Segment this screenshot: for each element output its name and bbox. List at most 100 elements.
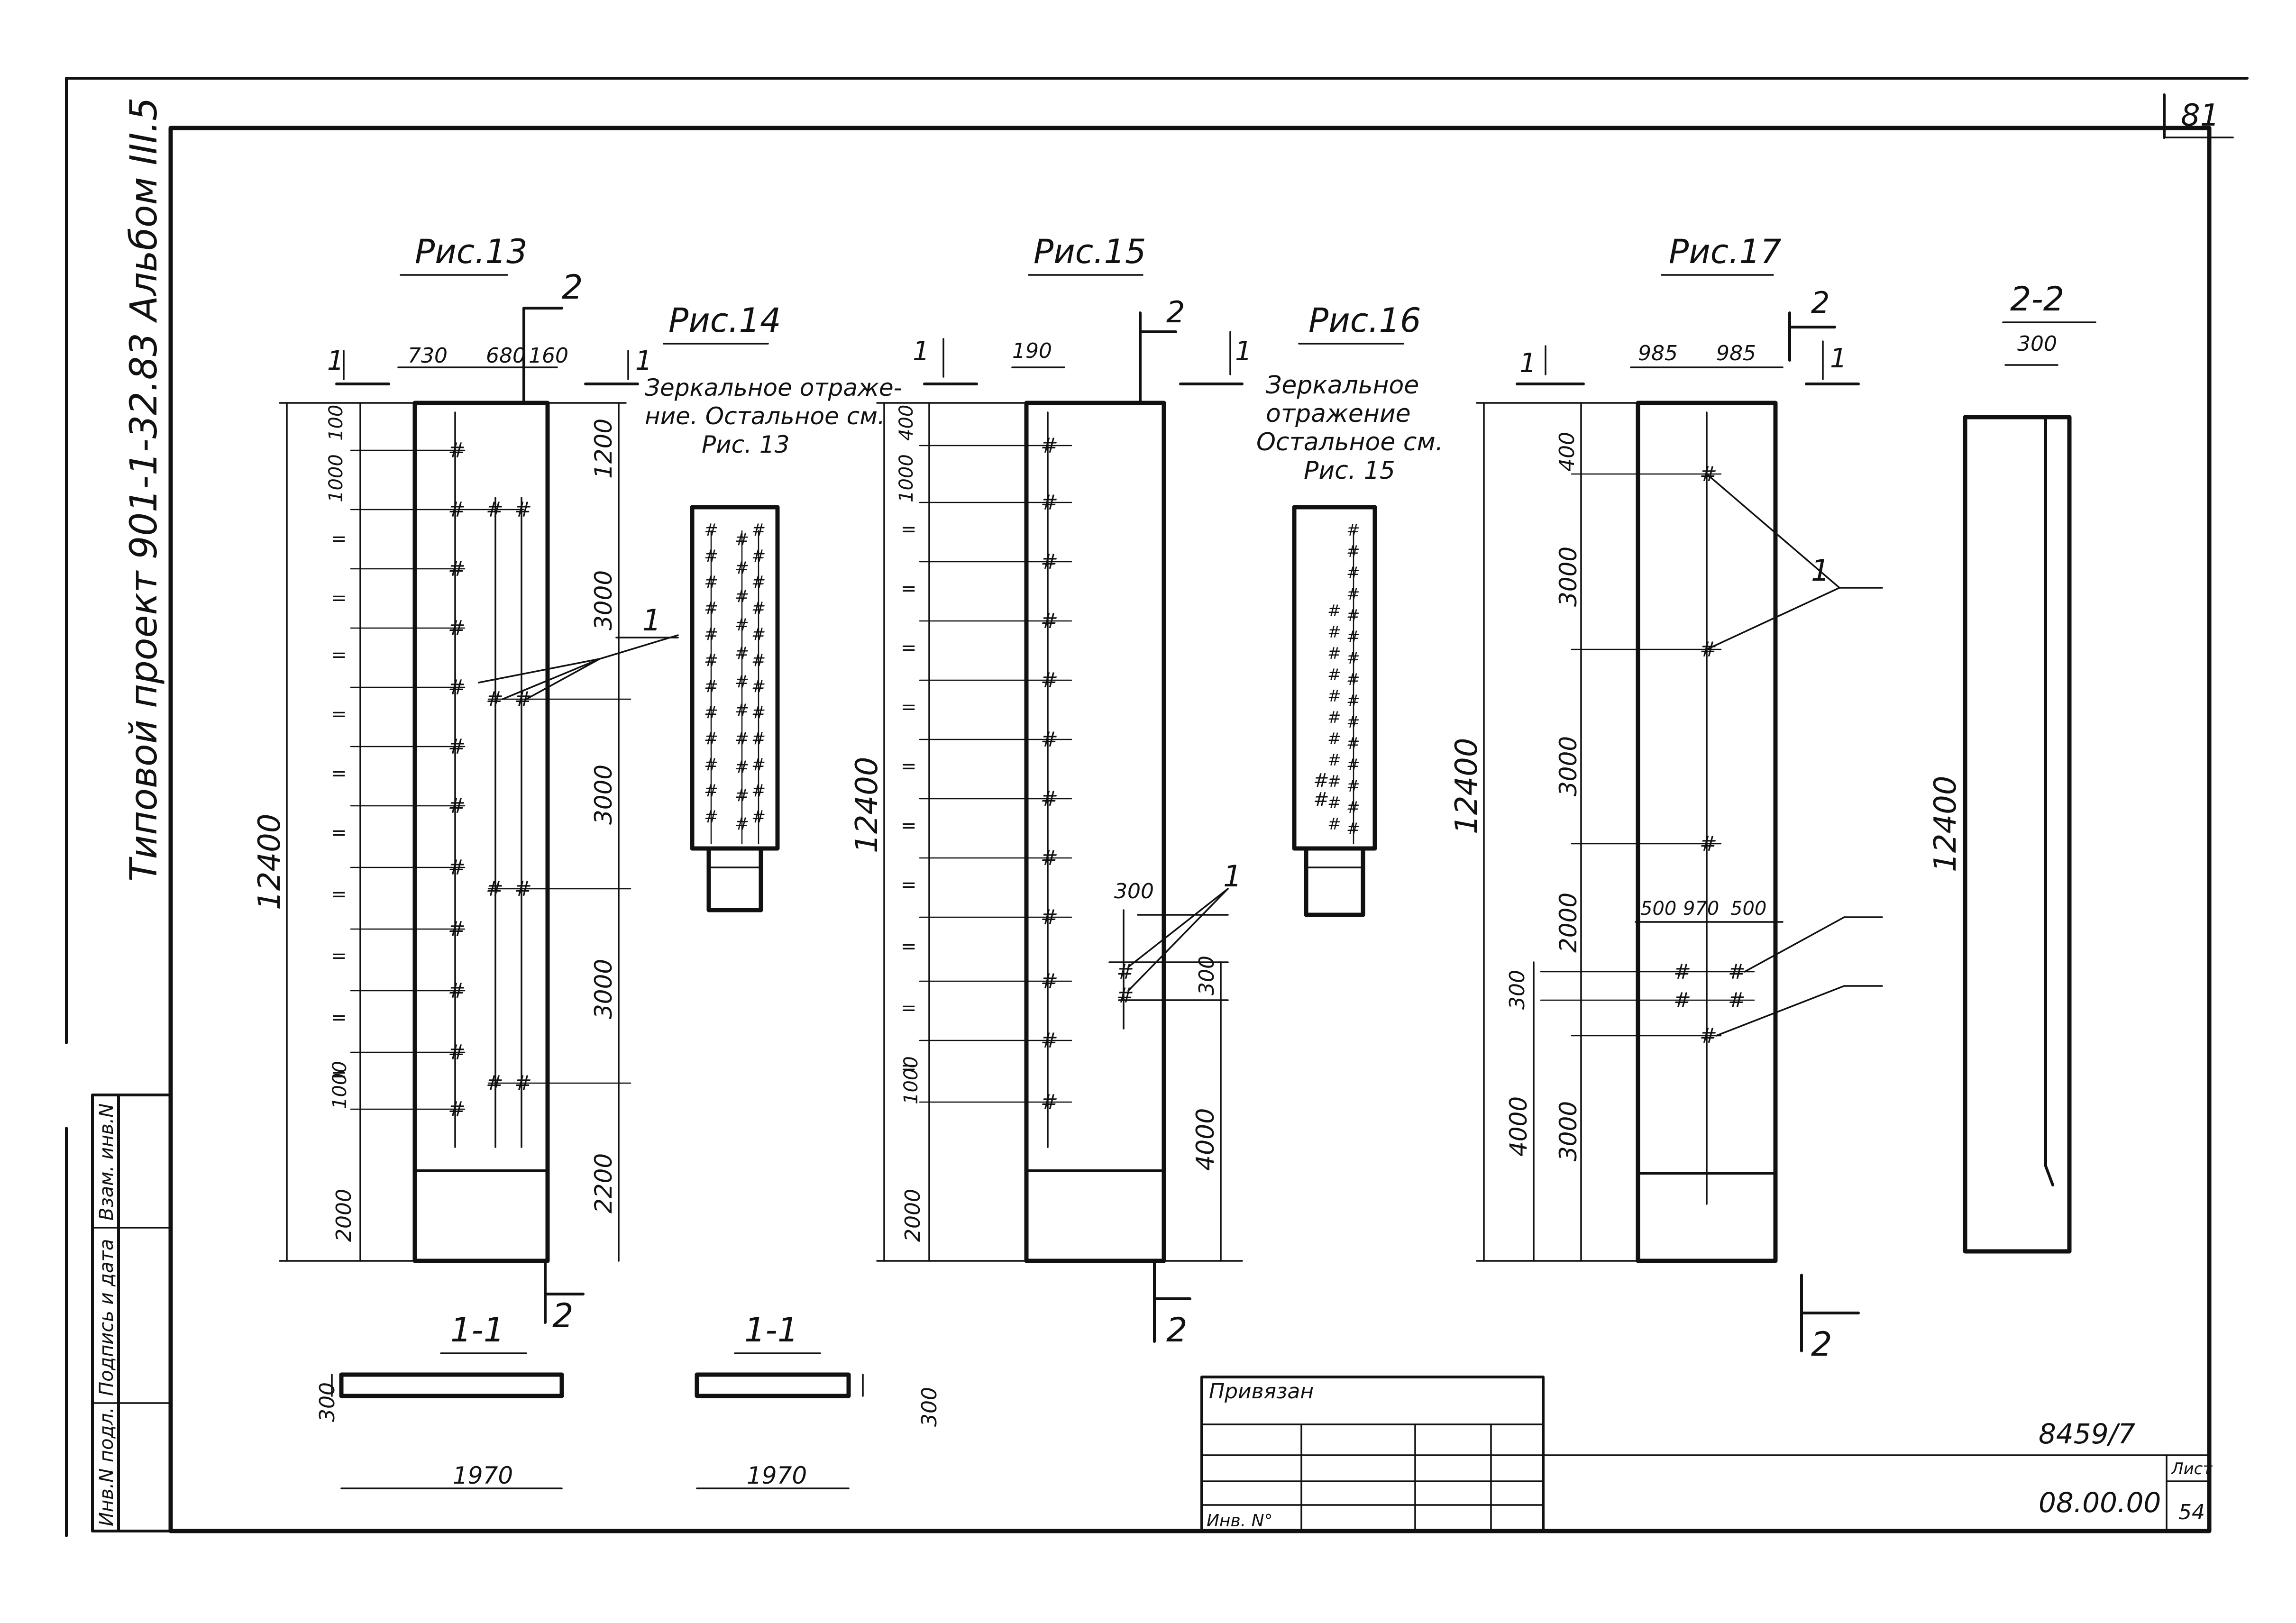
rebar-marker: # [1346, 713, 1360, 732]
rebar-marker: # [1327, 772, 1341, 791]
stamp-replaced-inv: Взам. инв.N [96, 1103, 118, 1221]
rebar-marker: # [1346, 692, 1360, 711]
rebar-marker: # [1041, 905, 1058, 930]
fig13-left-dim-5: = [331, 703, 347, 725]
fig14-note-line-0: Зеркальное отраже- [645, 374, 902, 401]
section11a-height: 300 [315, 1382, 339, 1422]
rebar-marker: # [1327, 815, 1341, 834]
section22-width: 300 [2017, 332, 2057, 356]
fig16-note-line-3: Рис. 15 [1304, 456, 1395, 485]
fig17-section-mark-left: 1 [1519, 348, 1537, 379]
section11a-width: 1970 [453, 1462, 513, 1489]
fig13-left-dim-13: 2000 [332, 1189, 356, 1242]
fig13-rebar-rows [350, 449, 631, 1110]
fig13-cut-mark-top: 2 [562, 268, 583, 307]
rebar-marker: # [1346, 521, 1360, 540]
rebar-marker: # [448, 498, 466, 522]
fig13-left-dim-8: = [331, 884, 347, 905]
section-2-2: 2-2 300 12400 [1928, 280, 2096, 1254]
rebar-marker: # [1116, 984, 1134, 1008]
fig13-left-dim-6: = [331, 763, 347, 784]
rebar-marker: # [514, 687, 532, 711]
fig17-left-dim-3: 2000 [1555, 893, 1582, 953]
rebar-marker: # [735, 587, 749, 606]
fig15-left-dim-7: = [901, 815, 917, 837]
rebar-marker: # [735, 786, 749, 805]
fig17-lower-dim-1: 970 [1683, 898, 1719, 920]
fig13-top-dim-0: 730 [408, 344, 448, 368]
fig13-left-dim-2: = [331, 528, 347, 550]
fig17-top-dim-0: 985 [1638, 341, 1678, 365]
rebar-marker: # [1041, 609, 1058, 633]
fig14-note-line-2: Рис. 13 [702, 431, 790, 458]
rebar-marker: # [448, 979, 466, 1003]
rebar-marker: # [486, 877, 503, 901]
fig15-cut-mark-bottom: 2 [1166, 1311, 1188, 1349]
rebar-marker: # [704, 807, 718, 827]
fig16-note-line-2: Остальное см. [1256, 428, 1443, 456]
fig17-lower-dim-2: 500 [1730, 898, 1766, 920]
rebar-marker: # [448, 856, 466, 880]
fig17-left-dim-2: 3000 [1555, 736, 1582, 796]
rebar-marker: # [1728, 960, 1746, 984]
rebar-marker: # [1327, 623, 1341, 642]
rebar-marker: # [486, 687, 503, 711]
rebar-marker: # [1728, 988, 1746, 1012]
figure-13: Рис.13 1 1 2 2 730 680 160 12400 [252, 232, 679, 1335]
fig13-left-dim-1: 1000 [325, 454, 347, 502]
fig15-callout: 1 [1223, 859, 1242, 894]
rebar-marker: # [1346, 820, 1360, 839]
rebar-marker: # [1327, 708, 1341, 727]
fig13-section-mark-right: 1 [635, 346, 652, 376]
rebar-marker: # [514, 1071, 532, 1095]
rebar-marker: # [448, 917, 466, 941]
fig13-right-dim-2: 3000 [590, 765, 617, 825]
bind-box-inv-label: Инв. N° [1207, 1511, 1273, 1531]
fig13-left-dim-11: = [331, 1064, 347, 1085]
fig15-left-dim-1: 1000 [896, 454, 917, 502]
rebar-marker: # [735, 701, 749, 720]
fig16-note-line-0: Зеркальное [1266, 371, 1419, 400]
fig15-left-dim-5: = [901, 696, 917, 718]
section11b-height: 300 [917, 1387, 942, 1427]
fig15-left-dim-11: = [901, 1057, 917, 1078]
rebar-marker: # [1327, 602, 1341, 620]
fig17-title: Рис.17 [1669, 232, 1782, 271]
rebar-marker: # [1346, 564, 1360, 583]
rebar-marker: # [704, 703, 718, 722]
rebar-marker: # [751, 677, 766, 696]
bind-box-title: Привязан [1209, 1379, 1314, 1404]
fig13-callout: 1 [642, 603, 661, 638]
fig16-title: Рис.16 [1308, 301, 1421, 340]
rebar-marker: # [1346, 606, 1360, 625]
rebar-marker: # [1700, 638, 1717, 662]
rebar-marker: # [1700, 462, 1717, 486]
fig17-left-dim-1: 3000 [1555, 547, 1582, 607]
rebar-marker: # [704, 520, 718, 540]
rebar-marker: # [1700, 1024, 1717, 1048]
fig15-left-dim-3: = [901, 578, 917, 600]
fig16-note-line-1: отражение [1266, 400, 1411, 428]
fig15-cut-mark-top: 2 [1166, 295, 1185, 329]
fig13-right-dim-3: 3000 [590, 959, 617, 1019]
rebar-marker: # [1313, 770, 1329, 792]
rebar-marker: # [1327, 687, 1341, 706]
fig15-section-mark-right: 1 [1235, 336, 1252, 367]
side-stamp [91, 1094, 172, 1532]
rebar-marker: # [1041, 846, 1058, 870]
rebar-marker: # [1327, 751, 1341, 770]
fig15-section-mark-left: 1 [913, 336, 930, 367]
fig13-left-dim-7: = [331, 822, 347, 844]
fig15-left-dim-9: = [901, 936, 917, 957]
rebar-marker: # [1041, 787, 1058, 811]
doc-number: 08.00.00 [2039, 1486, 2161, 1519]
rebar-marker: # [735, 644, 749, 663]
fig17-left-dim-0: 400 [1555, 432, 1579, 472]
rebar-marker: # [1346, 649, 1360, 668]
fig15-total: 12400 [850, 757, 885, 853]
rebar-marker: # [735, 530, 749, 549]
fig13-total: 12400 [252, 813, 287, 910]
fig13-left-dim-9: = [331, 945, 347, 967]
sheet-code: 8459/7 [2039, 1418, 2135, 1450]
